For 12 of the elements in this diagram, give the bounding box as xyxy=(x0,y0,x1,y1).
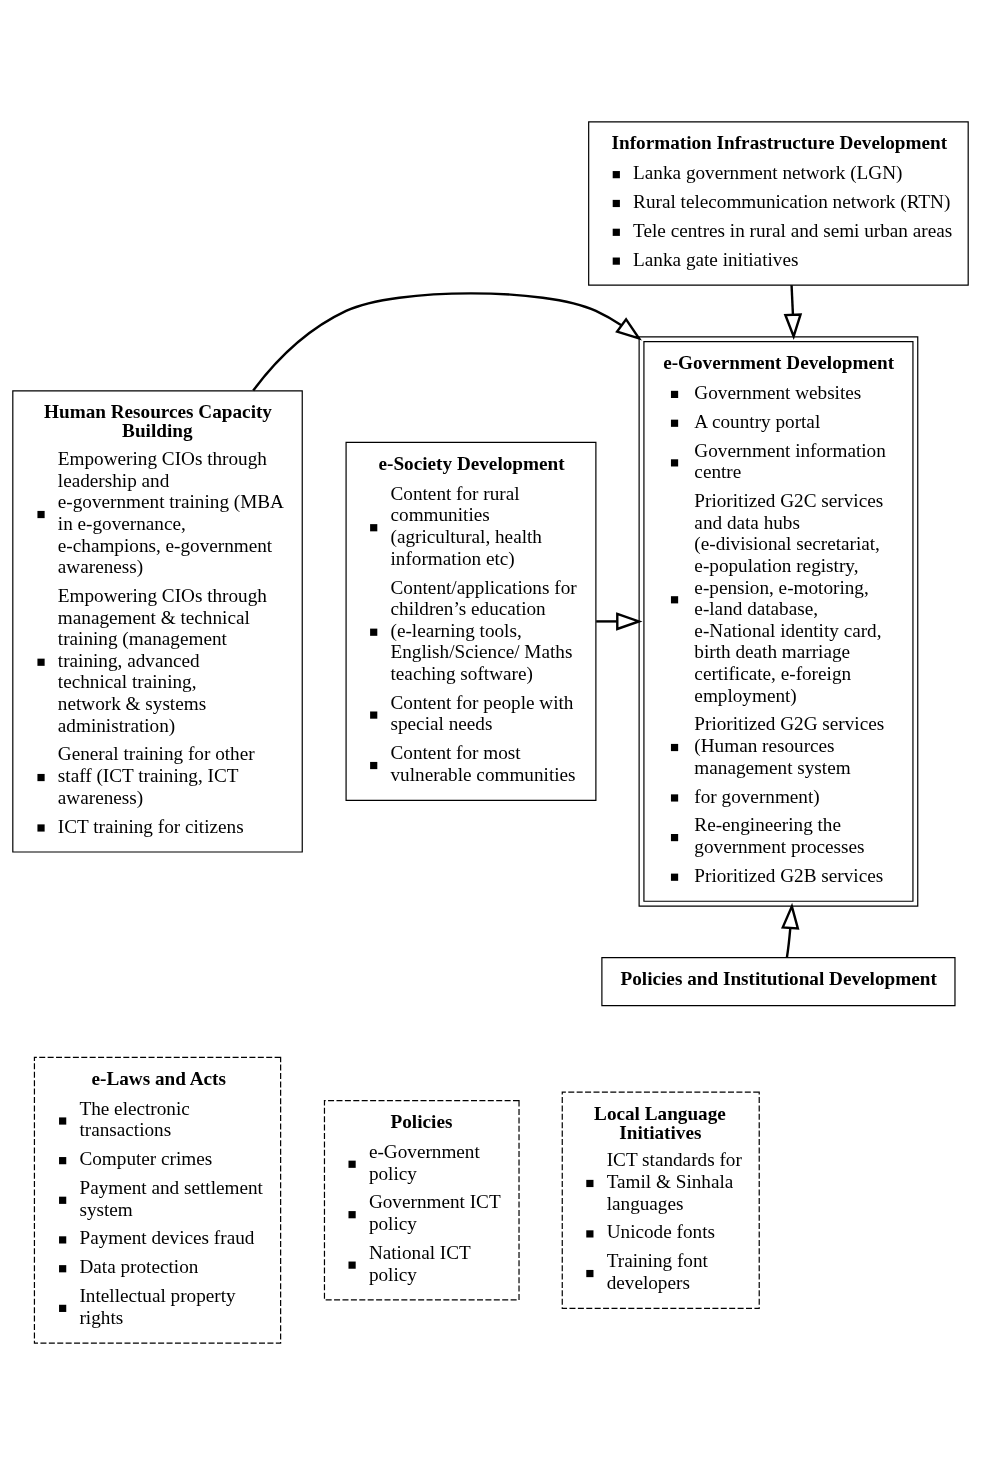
node-box: e-Government Development Government websites A country portal Government information centre Prioritized G2C services and data hubs (e-divisional secretariat, e-population registry, e-pension, e-motoring, e-land database, e-National identity card, birth death marriage certificate, e-foreign employment) Prioritized G2G services (Human resources management system for government) Re-engineering the government processes Prioritized G2B services xyxy=(638,336,919,907)
node-box: e-Laws and Acts The electronic transactions Computer crimes Payment and settlement system Payment devices fraud Data protection Intellectual property rights xyxy=(33,1056,282,1344)
node-box: e-Society Development Content for rural communities (agricultural, health information etc) Content/applications for children’s education (e-learning tools, English/Science/ Maths teaching software) Content for people with special needs Content for most vulnerable communities xyxy=(345,441,597,801)
node-box: Local Language Initiatives ICT standards for Tamil & Sinhala languages Unicode fonts Training font developers xyxy=(561,1091,760,1309)
node-box: Policies e-Government policy Government ICT policy National ICT policy xyxy=(323,1100,520,1301)
arrow xyxy=(781,902,800,958)
arrow xyxy=(252,292,642,392)
arrow xyxy=(783,285,803,341)
arrow xyxy=(596,612,643,631)
node-box: Information Infrastructure Development Lanka government network (LGN) Rural telecommunication network (RTN) Tele centres in rural and semi urban areas Lanka gate initiatives xyxy=(588,121,969,286)
node-box: Policies and Institutional Development xyxy=(601,957,956,1007)
node-box: Human Resources Capacity Building Empowering CIOs through leadership and e-government training (MBA in e-governance, e-champions, e-government awareness) Empowering CIOs through management & technical training (management training, advanced technical training, network & systems administration) General training for other staff (ICT training, ICT awareness) ICT training for citizens xyxy=(12,390,303,853)
